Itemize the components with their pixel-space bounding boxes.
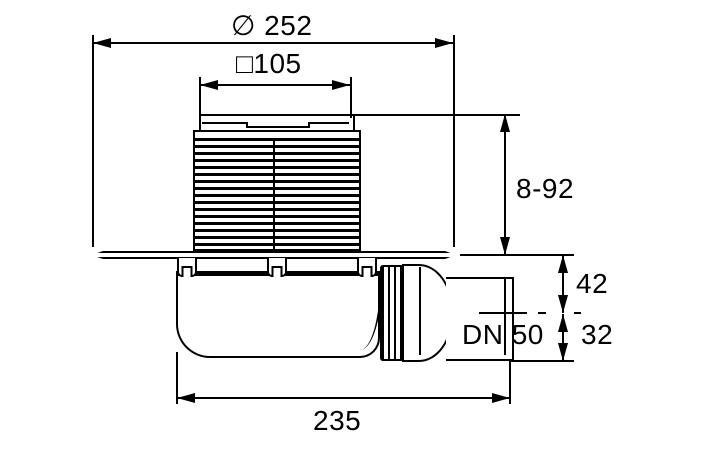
extension-line-diameter-left [92,35,94,247]
arrow-right-icon [332,80,350,90]
trap-body [176,271,380,358]
nominal-diameter-label: DN 50 [462,319,544,350]
square-dimension-label: □105 [236,48,302,79]
height-range-dimension-label: 8-92 [516,173,575,204]
reference-line-pipe-bottom [510,360,574,362]
grate-cap-step-left [202,122,248,124]
telescopic-riser [193,138,361,254]
extension-line-235-left [176,352,178,404]
outlet-offset-dimension-label: 42 [576,268,609,299]
dimension-line-42 [562,255,564,313]
ball-joint-housing-seam [419,267,421,355]
grate-cap-step-right-edge [308,122,310,128]
grate-cap [199,114,355,134]
fixing-clip-left [177,258,197,277]
outlet-pipe [446,277,514,361]
extension-line-square-right [350,77,352,118]
outlet-pipe-end-inner-line [504,279,506,355]
arrow-right-icon [435,38,453,48]
arrow-up-icon [558,255,568,273]
arrow-down-icon [558,343,568,361]
extension-line-235-right [509,361,511,404]
arrow-left-icon [93,38,111,48]
pipe-centerline-dash1 [479,312,527,314]
pipe-centerline-dash3 [574,312,581,314]
dimension-line-square [200,84,350,86]
arrow-down-icon [500,237,510,255]
body-width-dimension-label: 235 [313,405,362,436]
reference-line-flange-level [460,254,574,256]
grate-cap-step-left-edge [246,122,248,128]
arrow-up-icon [500,114,510,132]
fixing-clip-notch [361,266,373,277]
arrow-left-icon [200,80,218,90]
arrow-up-icon [558,314,568,332]
fixing-clip-center [267,258,287,277]
grate-cap-step-right [308,122,349,124]
extension-line-diameter-right [453,35,455,247]
extension-line-square-left [199,77,201,115]
fixing-clip-notch [271,266,283,277]
arrow-right-icon [492,393,510,403]
fixing-clip-notch [181,266,193,277]
dimension-line-32 [562,314,564,361]
arrow-down-icon [558,295,568,313]
ball-joint-housing [402,264,453,362]
dimension-line-diameter [93,42,453,44]
fixing-clip-right [357,258,377,277]
dimension-line-height-range [504,114,506,255]
grate-cap-step-middle [246,126,310,128]
diameter-dimension-label: ∅ 252 [231,10,313,41]
flange-plate [92,251,456,259]
reference-line-grate-top [353,114,520,116]
outlet-depth-dimension-label: 32 [581,319,614,350]
dimension-line-235 [177,397,510,399]
pipe-centerline-dash2 [538,312,546,314]
riser-center-seam [273,138,275,254]
arrow-left-icon [177,393,195,403]
